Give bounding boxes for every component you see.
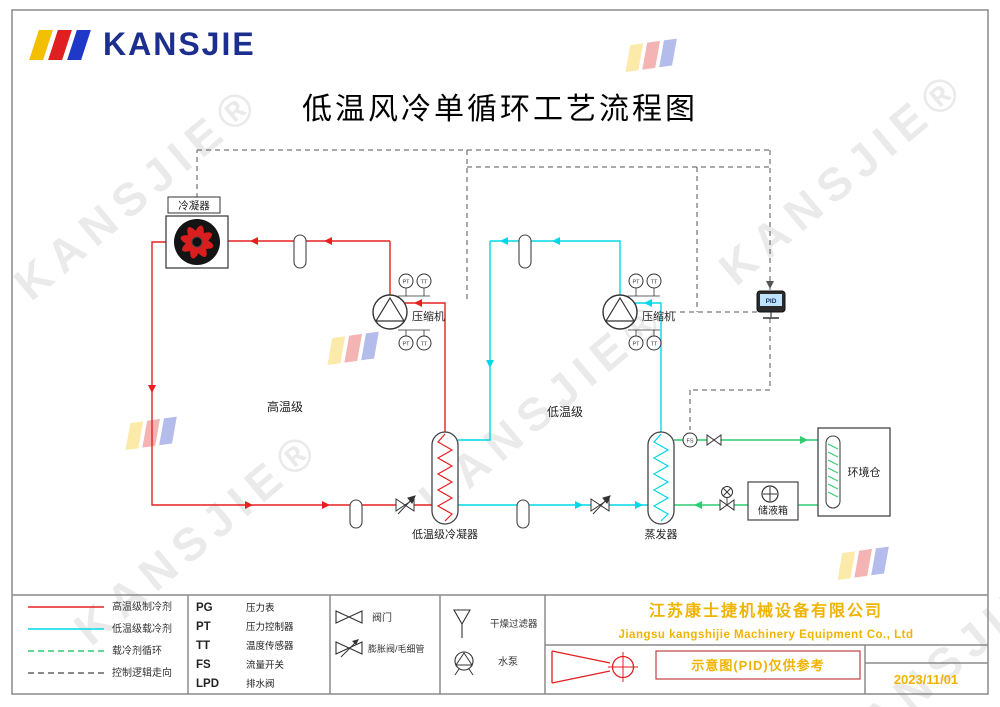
drawing-pointer-icon <box>551 650 638 684</box>
tank-label: 储液箱 <box>758 504 788 517</box>
low-stage-pipes <box>458 240 662 506</box>
abbr: LPD <box>196 678 219 690</box>
gauge-label: PT <box>402 280 410 286</box>
abbr-desc: 温度传感器 <box>246 640 294 652</box>
liquid-tank: 储液箱 <box>747 481 799 521</box>
page-title: 低温风冷单循环工艺流程图 <box>302 93 698 126</box>
filter-label: 干燥过滤器 <box>490 618 538 630</box>
abbr: TT <box>196 640 210 652</box>
company-name-en: Jiangsu kangshijie Machinery Equipment C… <box>618 629 913 641</box>
legend-line-label: 载冷剂循环 <box>112 644 162 657</box>
legend-pump: 水泵 <box>454 651 518 676</box>
gauge-label: PT <box>632 342 640 348</box>
logo-wordmark: KANSJIE <box>103 26 256 62</box>
compressor-2: 压缩机 PT TT PT TT <box>602 273 675 351</box>
chamber-coil <box>825 435 841 509</box>
note-box <box>655 650 861 680</box>
condenser: 冷凝器 <box>165 196 229 269</box>
page-frame <box>11 9 989 695</box>
legend-line-label: 低温级载冷剂 <box>112 622 172 635</box>
gauge-label: TT <box>421 280 428 286</box>
cascade-hx-label: 低温级冷凝器 <box>412 527 478 541</box>
control-arrow <box>766 281 774 289</box>
accumulators <box>293 234 532 529</box>
legend-line-types: 高温级制冷剂 低温级载冷剂 载冷剂循环 控制逻辑走向 <box>28 600 172 679</box>
drawing-date: 2023/11/01 <box>894 672 958 687</box>
compressor2-gauges: PT TT PT TT <box>628 273 662 351</box>
drain-valve <box>721 486 733 505</box>
expansion-valve-2 <box>590 495 611 515</box>
abbr-desc: 压力控制器 <box>246 621 294 633</box>
condenser-label: 冷凝器 <box>178 199 210 212</box>
flow-switch-label: FS <box>686 439 693 445</box>
evaporator-label: 蒸发器 <box>645 527 678 541</box>
abbr-desc: 流量开关 <box>246 659 285 671</box>
chamber-label: 环境仓 <box>848 465 881 479</box>
oil-separator <box>293 234 307 269</box>
suction-accumulator <box>518 234 532 269</box>
gauge-label: PT <box>402 342 410 348</box>
legend-valve: 阀门 <box>335 610 392 624</box>
company-logo: KANSJIE <box>29 26 256 63</box>
legend-abbreviations: PG 压力表 PT 压力控制器 TT 温度传感器 FS 流量开关 LPD 排水阀 <box>196 602 294 690</box>
compressor-1: 压缩机 PT TT PT TT <box>372 273 445 351</box>
gauge-label: PT <box>632 280 640 286</box>
pid-label: PID <box>766 298 777 305</box>
legend-filter: 干燥过滤器 <box>453 609 538 638</box>
title-block: 江苏康士捷机械设备有限公司 Jiangsu kangshijie Machine… <box>551 601 958 687</box>
abbr-desc: 压力表 <box>246 602 275 614</box>
evaporator: 蒸发器 <box>645 431 678 541</box>
gauge-label: TT <box>651 280 658 286</box>
low-stage-flow-arrows <box>486 237 652 509</box>
coolant-flow-arrows <box>694 436 808 509</box>
pump-label: 水泵 <box>498 656 518 668</box>
legend-line-label: 控制逻辑走向 <box>112 666 172 679</box>
high-stage-flow-arrows <box>148 237 422 509</box>
high-stage-label: 高温级 <box>267 399 303 414</box>
cascade-heat-exchanger: 低温级冷凝器 <box>412 431 478 541</box>
filter-drier-mid <box>516 499 530 529</box>
pid-controller: PID <box>756 290 786 319</box>
expansion-label: 膨胀阀/毛细管 <box>368 643 425 654</box>
flow-switch: FS <box>682 432 698 448</box>
drawing-note: 示意图(PID)仅供参考 <box>691 658 824 673</box>
expansion-valve-1 <box>395 495 416 515</box>
compressor1-label: 压缩机 <box>412 309 445 323</box>
legend-line-label: 高温级制冷剂 <box>112 600 172 613</box>
compressor1-gauges: PT TT PT TT <box>398 273 432 351</box>
gauge-label: TT <box>421 342 428 348</box>
abbr: FS <box>196 659 211 671</box>
low-stage-label: 低温级 <box>547 405 583 419</box>
abbr: PG <box>196 602 213 614</box>
environment-chamber: 环境仓 <box>817 427 891 517</box>
coolant-valve-top <box>706 434 722 446</box>
coolant-valve-bottom <box>719 499 735 511</box>
compressor2-label: 压缩机 <box>642 309 675 323</box>
filter-drier-left <box>349 499 363 529</box>
abbr-desc: 排水阀 <box>246 678 275 690</box>
gauge-label: TT <box>651 342 658 348</box>
valve-label: 阀门 <box>372 611 392 624</box>
control-logic-lines <box>196 149 771 430</box>
abbr: PT <box>196 621 211 633</box>
legend-expansion-valve: 膨胀阀/毛细管 <box>335 639 425 658</box>
company-name-cn: 江苏康士捷机械设备有限公司 <box>649 601 883 620</box>
